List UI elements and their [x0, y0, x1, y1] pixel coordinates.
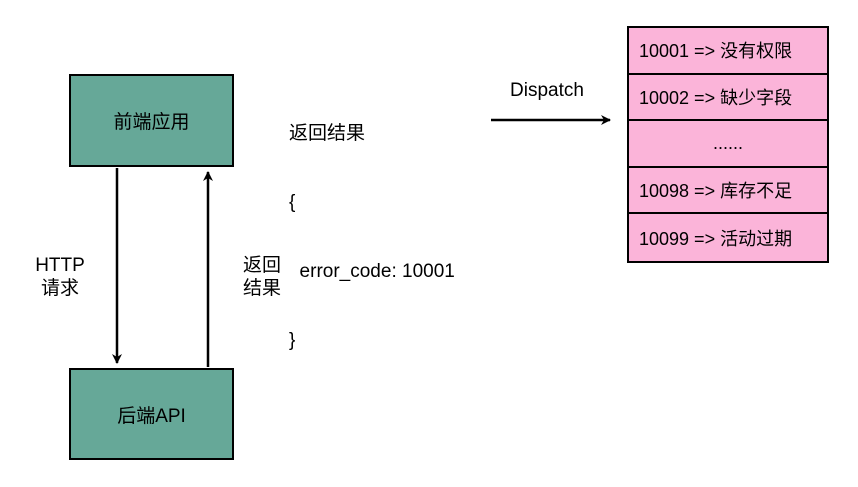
- http-request-label: HTTP 请求: [35, 255, 85, 299]
- frontend-app-node: 前端应用: [69, 74, 234, 167]
- response-open-brace: {: [289, 192, 296, 213]
- error-row-ellipsis: ......: [629, 121, 827, 168]
- error-row-10099: 10099 => 活动过期: [629, 214, 827, 261]
- response-close-brace: }: [289, 330, 296, 351]
- error-code-table: 10001 => 没有权限 10002 => 缺少字段 ...... 10098…: [627, 26, 829, 263]
- backend-api-node: 后端API: [69, 368, 234, 460]
- response-json-block: 返回结果 { error_code: 10001 }: [289, 76, 455, 375]
- error-row-10098: 10098 => 库存不足: [629, 167, 827, 215]
- dispatch-label: Dispatch: [510, 80, 584, 101]
- return-result-label: 返回 结果: [243, 255, 282, 299]
- backend-api-label: 后端API: [117, 405, 186, 427]
- response-title: 返回结果: [289, 123, 366, 144]
- frontend-app-label: 前端应用: [113, 112, 190, 133]
- error-row-10001: 10001 => 没有权限: [629, 28, 827, 75]
- response-error-code: error_code: 10001: [289, 261, 455, 282]
- error-row-10002: 10002 => 缺少字段: [629, 74, 827, 122]
